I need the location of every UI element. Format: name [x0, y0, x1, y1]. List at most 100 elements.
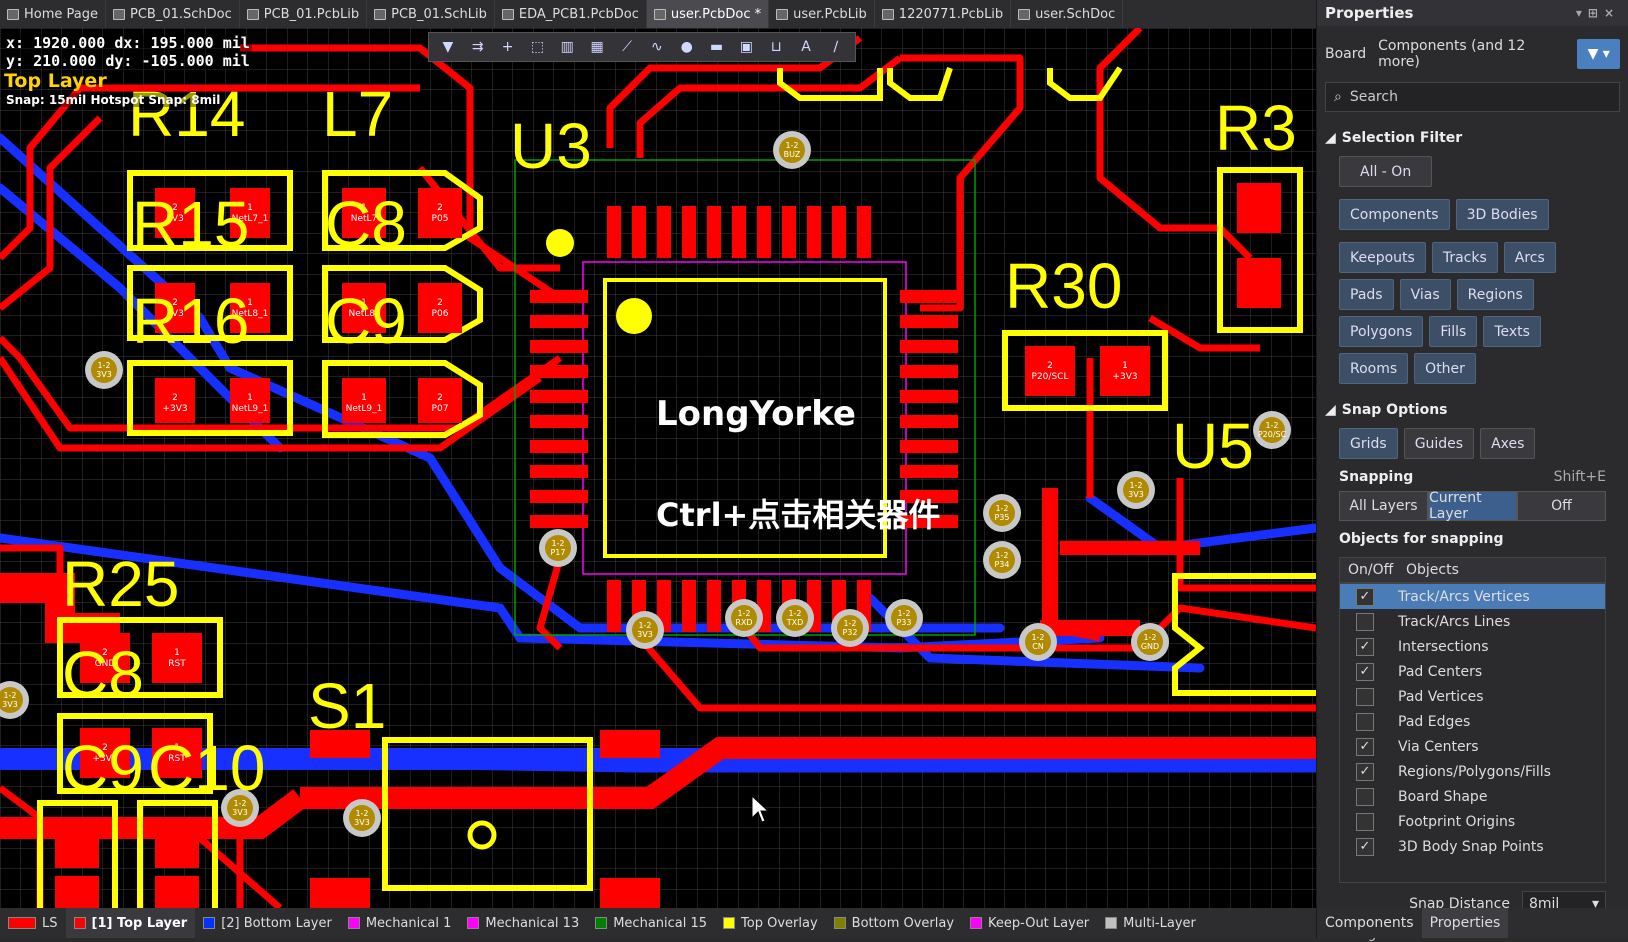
filter-texts-button[interactable]: Texts — [1483, 316, 1541, 347]
route-icon[interactable]: ⇉ — [471, 39, 484, 55]
selection-filter-header[interactable]: ◢Selection Filter — [1317, 130, 1628, 146]
filter-dropdown-button[interactable]: ▼ ▾ — [1577, 39, 1620, 69]
polygon-icon[interactable]: ▣ — [739, 39, 753, 55]
snap-object-row[interactable]: ✓3D Body Snap Points — [1340, 834, 1605, 859]
tab-components[interactable]: Components — [1325, 915, 1414, 931]
filter-polygons-button[interactable]: Polygons — [1339, 316, 1424, 347]
filter-keepouts-button[interactable]: Keepouts — [1339, 242, 1426, 273]
layer-tab-top[interactable]: [1] Top Layer — [65, 908, 196, 938]
filter-tracks-button[interactable]: Tracks — [1431, 242, 1498, 273]
tab-pcb01-pcblib[interactable]: PCB_01.PcbLib — [240, 0, 368, 28]
tab-user-pcbdoc[interactable]: user.PcbDoc * — [646, 0, 770, 28]
snap-object-row[interactable]: Pad Edges — [1340, 709, 1605, 734]
coordinate-readout: x: 1920.000 dx: 195.000 mil y: 210.000 d… — [4, 34, 252, 70]
board-label[interactable]: Board — [1325, 46, 1367, 62]
designator-c10: C10 — [148, 732, 265, 804]
tab-label: user.PcbLib — [793, 6, 867, 22]
filter-3d-bodies-button[interactable]: 3D Bodies — [1455, 199, 1549, 230]
snap-object-checkbox[interactable]: ✓ — [1356, 762, 1374, 781]
component-icon[interactable]: ▦ — [590, 39, 604, 55]
tab-pcb01-schdoc[interactable]: PCB_01.SchDoc — [106, 0, 240, 28]
snap-object-checkbox[interactable] — [1356, 812, 1374, 831]
line-icon[interactable]: ∕ — [833, 39, 839, 55]
snap-object-row[interactable]: ✓Pad Centers — [1340, 659, 1605, 684]
svg-text:1-2: 1-2 — [737, 609, 750, 618]
layer-tab-multi-layer[interactable]: Multi-Layer — [1097, 908, 1204, 938]
column-onoff[interactable]: On/Off — [1348, 562, 1394, 578]
snap-all-layers-option[interactable]: All Layers — [1339, 491, 1428, 521]
text-icon[interactable]: A — [801, 39, 811, 55]
fill-icon[interactable]: ▬ — [709, 39, 724, 55]
snap-object-row[interactable]: ✓Via Centers — [1340, 734, 1605, 759]
snap-object-checkbox[interactable]: ✓ — [1356, 737, 1374, 756]
snap-object-checkbox[interactable]: ✓ — [1356, 662, 1374, 681]
filter-components-button[interactable]: Components — [1339, 199, 1450, 230]
snap-object-checkbox[interactable] — [1356, 687, 1374, 706]
snap-options-header[interactable]: ◢Snap Options — [1317, 402, 1628, 418]
tab-1220771-pcblib[interactable]: 1220771.PcbLib — [875, 0, 1012, 28]
layer-tab-top-overlay[interactable]: Top Overlay — [715, 908, 826, 938]
snap-object-checkbox[interactable]: ✓ — [1356, 587, 1374, 606]
components-scope-label[interactable]: Components (and 12 more) — [1378, 38, 1526, 70]
filter-vias-button[interactable]: Vias — [1399, 279, 1451, 310]
snap-object-row[interactable]: ✓Intersections — [1340, 634, 1605, 659]
snap-object-checkbox[interactable] — [1356, 712, 1374, 731]
tab-user-pcblib[interactable]: user.PcbLib — [769, 0, 875, 28]
layer-color-swatch — [73, 917, 86, 929]
snap-off-option[interactable]: Off — [1517, 491, 1606, 521]
crosshair-icon[interactable]: + — [501, 39, 514, 55]
layer-label: Bottom Overlay — [851, 915, 955, 931]
tab-properties[interactable]: Properties — [1421, 908, 1509, 938]
tab-user-schdoc[interactable]: user.SchDoc — [1011, 0, 1124, 28]
column-objects[interactable]: Objects — [1406, 562, 1459, 578]
layer-tab-keepout[interactable]: Keep-Out Layer — [962, 908, 1097, 938]
layer-label: [1] Top Layer — [91, 915, 188, 931]
schematic-doc-icon — [1018, 8, 1031, 20]
snap-object-row[interactable]: ✓Regions/Polygons/Fills — [1340, 759, 1605, 784]
tab-pcb01-schlib[interactable]: PCB_01.SchLib — [367, 0, 495, 28]
panel-controls-icon[interactable]: ▾⊞× — [1575, 6, 1620, 20]
diff-pair-icon[interactable]: ∿ — [650, 39, 663, 55]
snap-object-checkbox[interactable]: ✓ — [1356, 637, 1374, 656]
filter-icon[interactable]: ▼ — [442, 39, 454, 55]
layer-tab-mechanical-1[interactable]: Mechanical 1 — [340, 908, 460, 938]
snap-guides-button[interactable]: Guides — [1403, 428, 1475, 459]
search-field[interactable]: ⌕Search — [1325, 82, 1620, 112]
snap-object-checkbox[interactable] — [1356, 787, 1374, 806]
snap-object-row[interactable]: Board Shape — [1340, 784, 1605, 809]
filter-regions-button[interactable]: Regions — [1456, 279, 1534, 310]
layer-tab-bottom[interactable]: [2] Bottom Layer — [195, 908, 340, 938]
snap-current-layer-option[interactable]: Current Layer — [1428, 490, 1517, 522]
current-layer-label: Top Layer — [4, 70, 107, 92]
tab-eda-pcb1-pcbdoc[interactable]: EDA_PCB1.PcbDoc — [495, 0, 647, 28]
layer-tab-mechanical-13[interactable]: Mechanical 13 — [459, 908, 587, 938]
svg-text:1-2: 1-2 — [1265, 421, 1278, 430]
snap-object-checkbox[interactable] — [1356, 612, 1374, 631]
interactive-route-icon[interactable]: ⟋ — [622, 39, 632, 55]
snap-object-row[interactable]: ✓Track/Arcs Vertices — [1340, 584, 1605, 609]
snap-object-row[interactable]: Pad Vertices — [1340, 684, 1605, 709]
collapse-triangle-icon: ◢ — [1325, 130, 1336, 146]
filter-fills-button[interactable]: Fills — [1429, 316, 1478, 347]
filter-other-button[interactable]: Other — [1414, 353, 1476, 384]
filter-rooms-button[interactable]: Rooms — [1339, 353, 1409, 384]
layer-set-button[interactable]: LS — [0, 908, 66, 938]
snap-object-checkbox[interactable]: ✓ — [1356, 837, 1374, 856]
layer-color-swatch — [970, 917, 983, 929]
filter-all-on-button[interactable]: All - On — [1339, 156, 1433, 187]
dimension-icon[interactable]: ⊔ — [770, 39, 782, 55]
snap-object-row[interactable]: Track/Arcs Lines — [1340, 609, 1605, 634]
snap-axes-button[interactable]: Axes — [1480, 428, 1536, 459]
select-rect-icon[interactable]: ⬚ — [530, 39, 545, 55]
filter-arcs-button[interactable]: Arcs — [1503, 242, 1556, 273]
y-label: y: — [6, 52, 25, 70]
via-icon[interactable]: ● — [680, 39, 693, 55]
layer-tab-bottom-overlay[interactable]: Bottom Overlay — [826, 908, 962, 938]
tab-home-page[interactable]: Home Page — [0, 0, 106, 28]
snap-object-row[interactable]: Footprint Origins — [1340, 809, 1605, 834]
snap-grids-button[interactable]: Grids — [1339, 428, 1398, 459]
align-icon[interactable]: ▥ — [560, 39, 574, 55]
filter-pads-button[interactable]: Pads — [1339, 279, 1394, 310]
layer-tab-mechanical-15[interactable]: Mechanical 15 — [587, 908, 715, 938]
